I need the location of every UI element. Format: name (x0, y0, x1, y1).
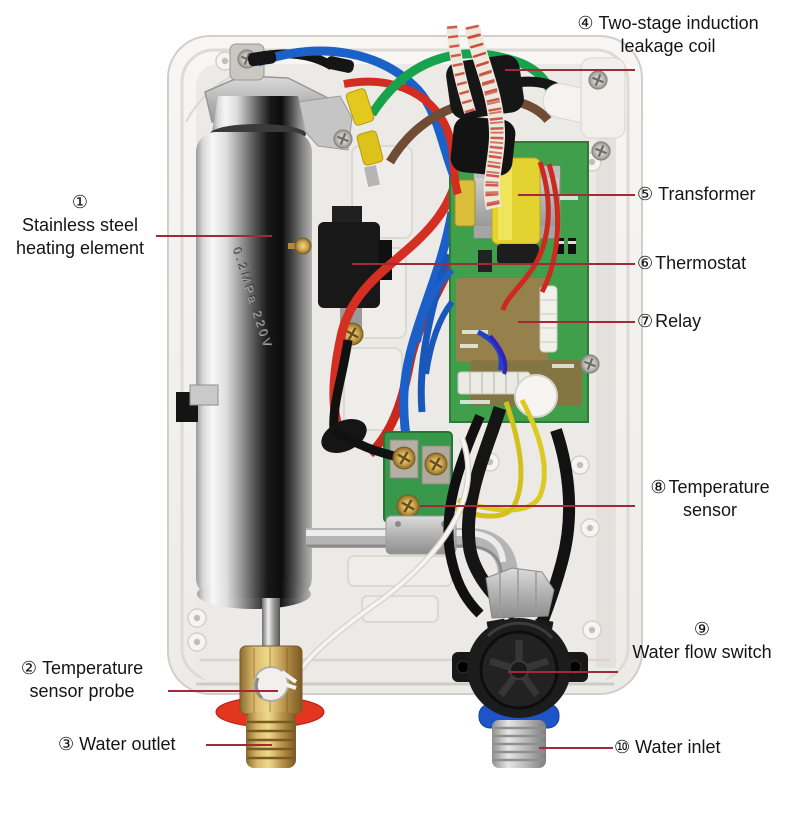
relay (539, 285, 558, 353)
callout-number-10: ⑩ (614, 737, 631, 757)
leader-line-9 (508, 671, 618, 673)
top-wires (247, 46, 572, 196)
leader-line-10 (539, 747, 613, 749)
callout-number-5: ⑤ (637, 184, 654, 204)
callout-number-2: ② (20, 658, 38, 678)
callout-number-3: ③ (58, 734, 75, 754)
leader-line-6 (352, 263, 635, 265)
control-pcb (449, 141, 589, 423)
leader-line-7 (518, 321, 635, 323)
heating-element (176, 43, 354, 654)
leader-line-4 (505, 69, 635, 71)
leakage-coil (446, 24, 626, 375)
leader-line-5 (518, 194, 635, 196)
label-water-flow-switch: ⑨ Water flow switch (616, 618, 788, 664)
callout-number-8: ⑧ (650, 477, 667, 497)
callout-number-7: ⑦ (637, 311, 654, 331)
label-stainless-steel-heating-element: ① Stainless steel heating element (0, 191, 160, 260)
callout-number-1: ① (71, 192, 89, 212)
water-flow-switch (452, 567, 588, 768)
callout-number-9: ⑨ (693, 619, 711, 639)
leader-line-2 (168, 690, 278, 692)
thermostat-leads (321, 339, 396, 461)
leader-line-1 (156, 235, 272, 237)
callout-number-4: ④ (577, 13, 594, 33)
callout-number-6: ⑥ (637, 253, 654, 273)
leader-line-3 (206, 744, 272, 746)
water-outlet (215, 645, 325, 768)
leader-line-8 (420, 505, 635, 507)
